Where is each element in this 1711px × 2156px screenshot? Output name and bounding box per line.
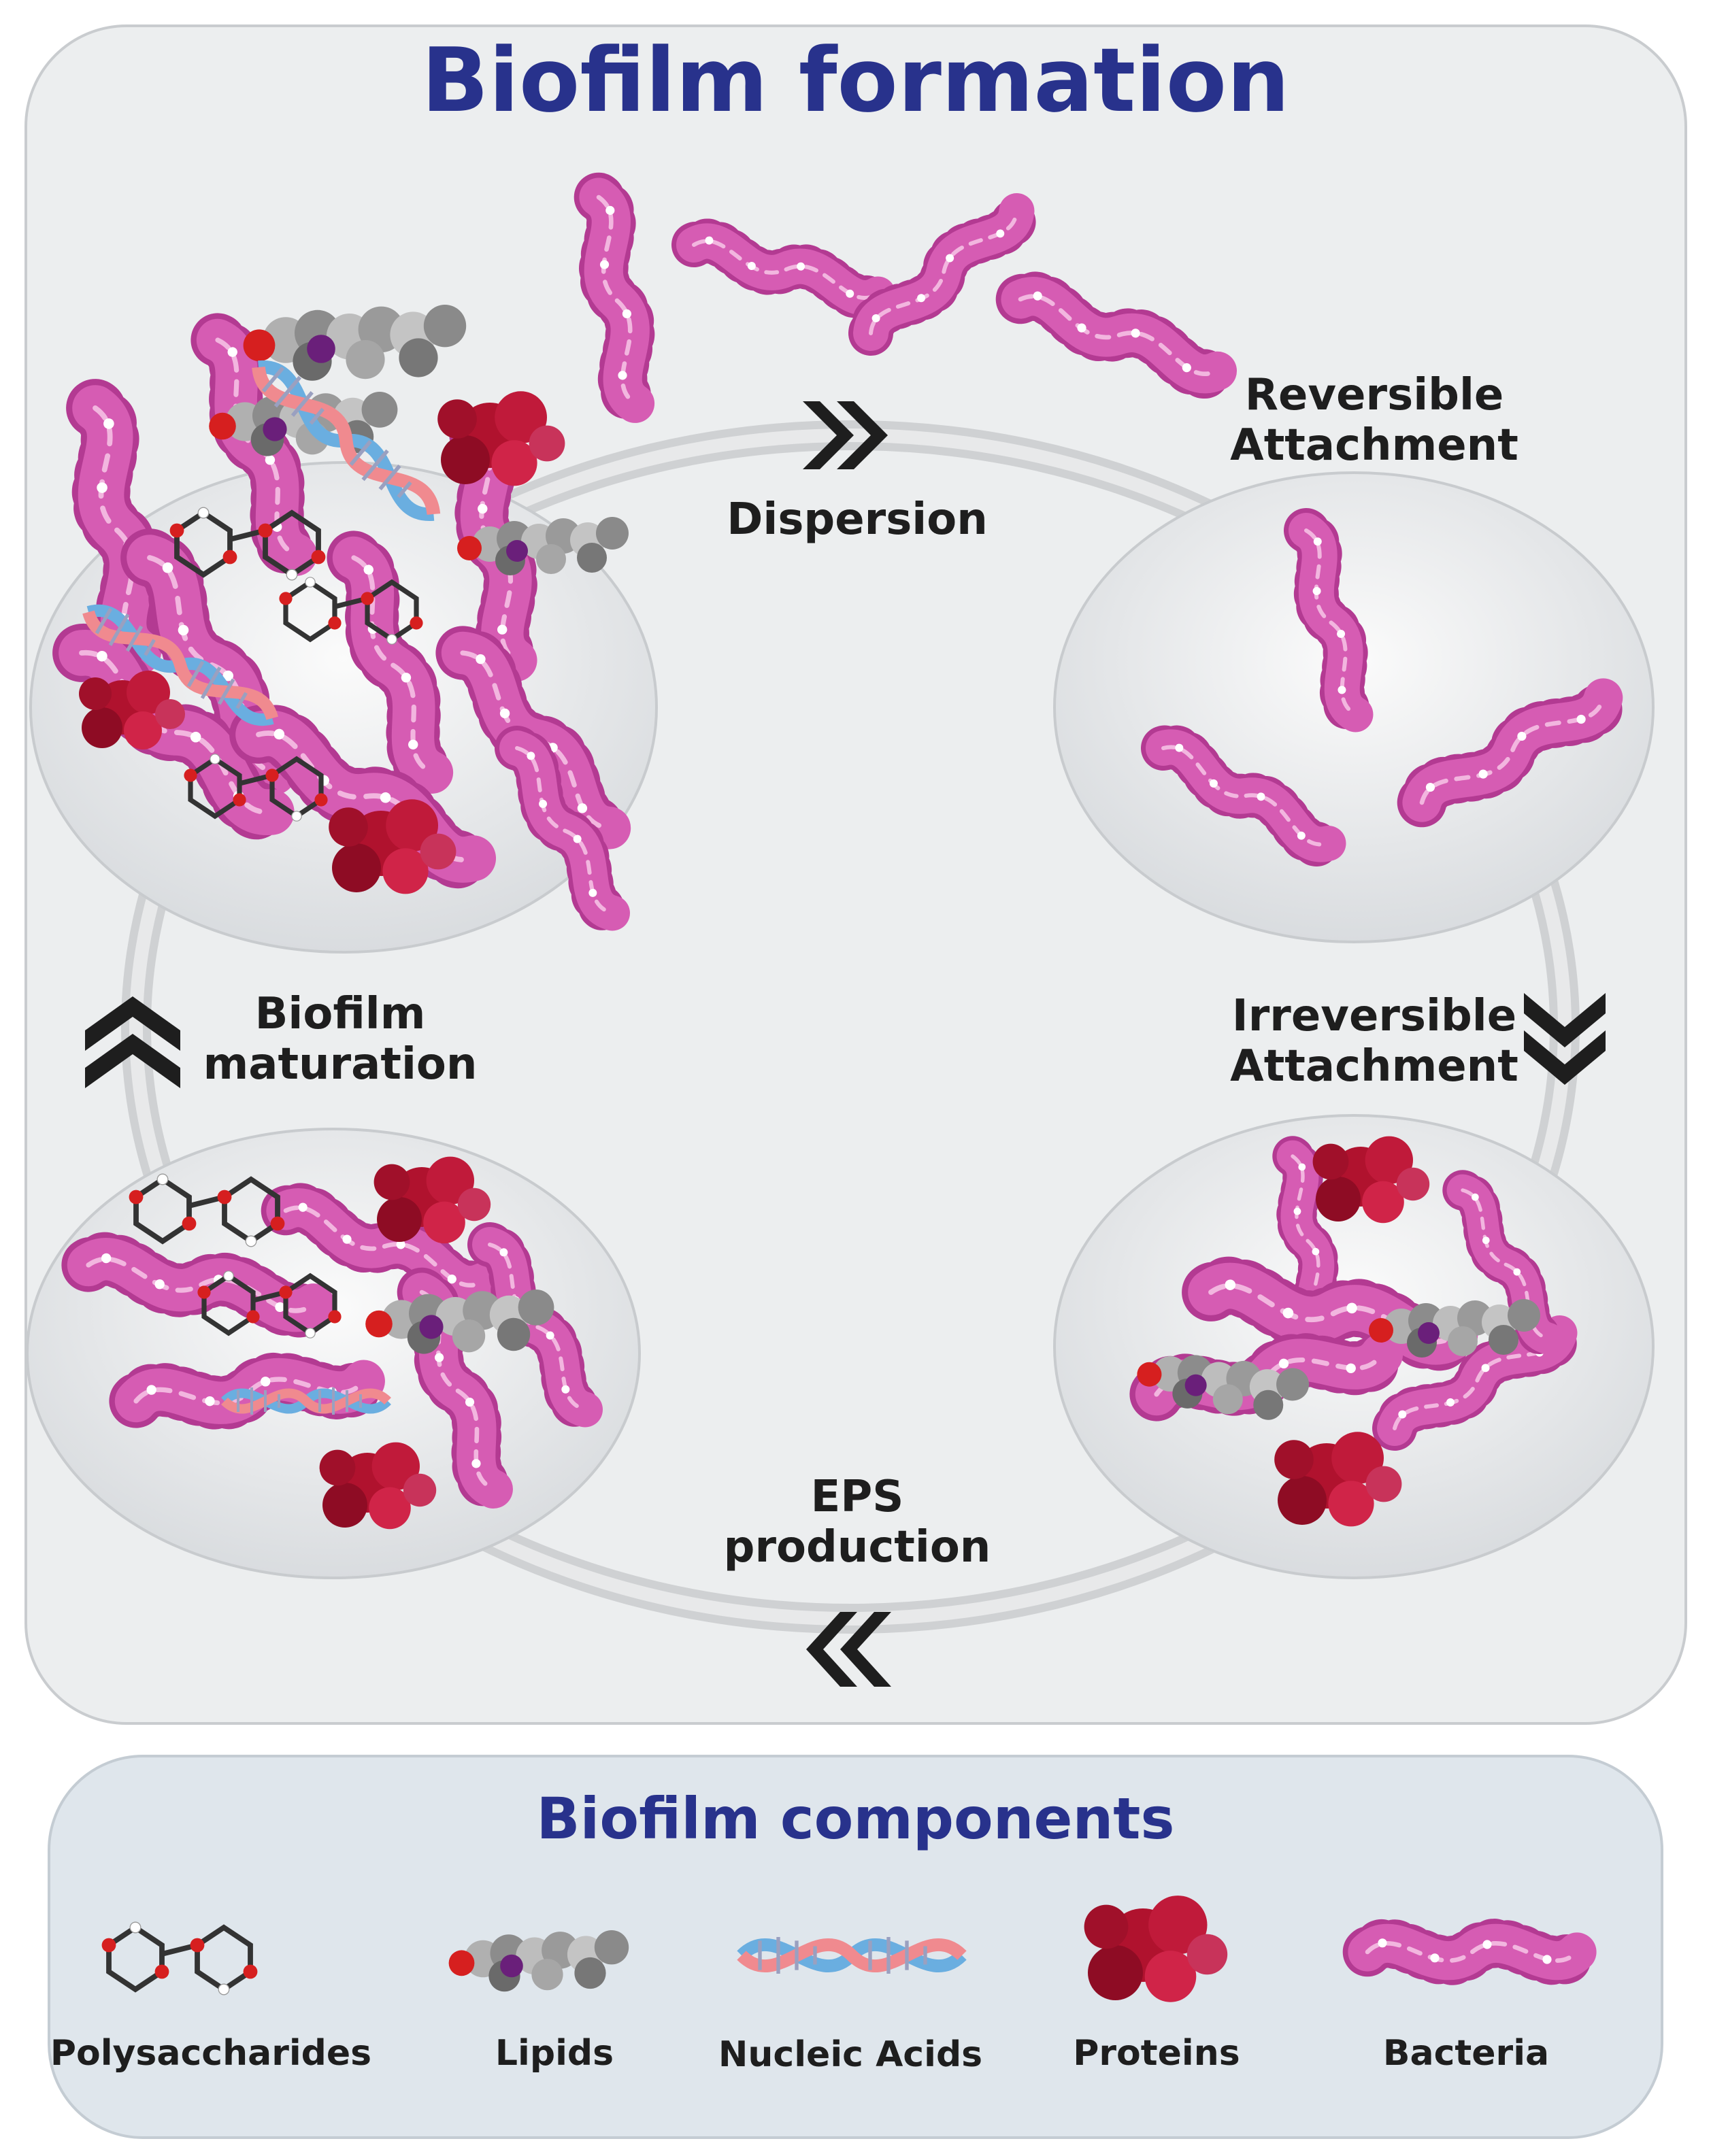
diagram-title: Biofilm formation [421,29,1290,132]
component-label-bacteria: Bacteria [1382,2033,1550,2074]
component-label-polysaccharides: Polysaccharides [50,2033,372,2074]
irreversible-label-line2: Attachment [1230,1041,1518,1092]
polysaccharide-icon [102,1922,258,1995]
irreversible-label-line1: Irreversible [1231,991,1517,1041]
component-label-lipids: Lipids [495,2033,614,2074]
component-label-proteins: Proteins [1073,2033,1240,2074]
reversible-label-line2: Attachment [1230,420,1518,471]
chevron-left-icon [806,1612,891,1687]
biofilm-maturation-label: Biofilm maturation [177,989,503,1090]
nucleic-acid-icon [742,1937,962,1974]
reversible-label-line1: Reversible [1244,370,1504,420]
maturation-label-line2: maturation [203,1039,478,1090]
chevron-right-icon [803,401,888,469]
eps-label-line1: EPS [810,1472,904,1522]
irreversible-attachment-label: Irreversible Attachment [1184,991,1565,1092]
bacteria-icon [1367,1938,1577,1964]
eps-production-label: EPS production [680,1472,1034,1572]
eps-label-line2: production [723,1521,991,1572]
chevron-up-icon [85,996,180,1088]
dispersion-label: Dispersion [727,494,988,545]
components-title: Biofilm components [536,1785,1175,1852]
chevron-down-icon [1524,993,1606,1085]
dispersing-bacteria [587,195,1223,406]
lipid-icon [448,1930,629,1992]
reversible-attachment-label: Reversible Attachment [1184,370,1565,471]
maturation-label-line1: Biofilm [254,989,426,1039]
component-label-nucleic-acids: Nucleic Acids [718,2034,983,2075]
protein-icon [1084,1896,1228,2002]
